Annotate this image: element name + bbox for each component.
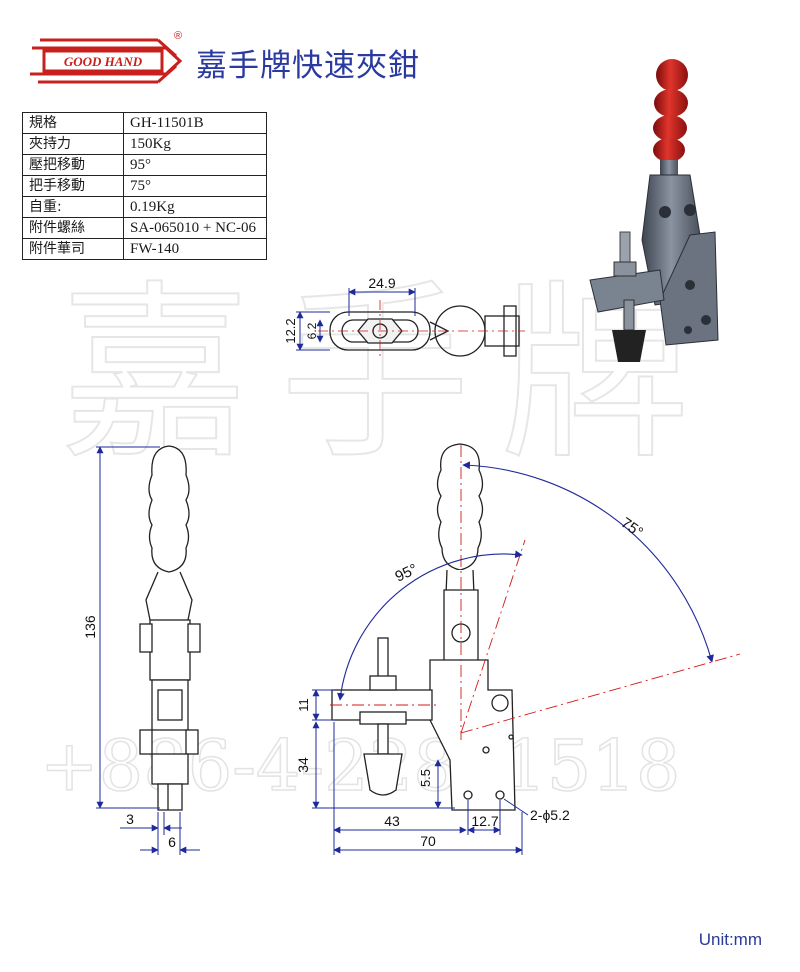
top-view-dimensions: [296, 288, 416, 351]
dim-top-h2: 6.2: [305, 322, 319, 339]
spec-key: 附件華司: [22, 238, 124, 260]
angle-arcs: [336, 461, 714, 701]
hole-callout: 2-ϕ5.2: [530, 807, 570, 823]
spec-value: GH-11501B: [123, 112, 267, 134]
clamp-3d-view: [589, 59, 719, 362]
top-view: [318, 300, 525, 360]
spec-value: SA-065010 + NC-06: [123, 217, 267, 239]
dim-side-43: 43: [384, 813, 400, 829]
page-title: 嘉手牌快速夾鉗: [196, 48, 420, 84]
angle-75-label: 75°: [618, 514, 646, 541]
dim-side-127: 12.7: [471, 813, 498, 829]
unit-label: Unit:mm: [698, 930, 762, 949]
dim-side-70: 70: [420, 833, 436, 849]
watermark-phone: +886-4-22801518: [40, 725, 680, 807]
spec-value: FW-140: [123, 238, 267, 260]
front-view-dimensions: [96, 446, 200, 855]
dim-height: 136: [82, 615, 98, 639]
dim-foot-w2: 6: [168, 834, 176, 850]
good-hand-logo: GOOD HAND ®: [30, 30, 183, 84]
front-view: [139, 445, 201, 811]
spec-key: 壓把移動: [22, 154, 124, 176]
registered-mark: ®: [174, 30, 182, 42]
dim-top-h1: 12.2: [283, 318, 298, 343]
angle-95-label: 95°: [393, 561, 421, 586]
dim-foot-w1: 3: [126, 811, 134, 827]
spec-key: 夾持力: [22, 133, 124, 155]
spec-value: 0.19Kg: [123, 196, 267, 218]
dim-side-55: 5.5: [418, 769, 433, 787]
side-view-dimensions: [312, 689, 529, 855]
logo-text: GOOD HAND: [64, 54, 143, 69]
dim-top-width: 24.9: [368, 275, 395, 291]
dim-side-11: 11: [296, 698, 311, 712]
dim-side-34: 34: [295, 757, 311, 773]
